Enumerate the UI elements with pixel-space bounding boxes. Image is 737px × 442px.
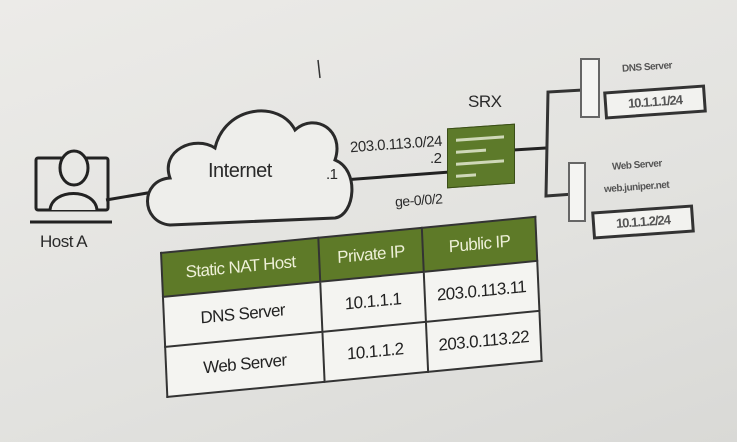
server-bus (544, 88, 584, 198)
cell-public-ip: 203.0.113.22 (425, 310, 542, 372)
internet-label: Internet (208, 160, 272, 182)
srx-label: SRX (468, 92, 502, 111)
internet-srx-link (342, 170, 451, 182)
internet-side-address: .1 (326, 166, 338, 183)
cell-private-ip: 10.1.1.2 (322, 321, 429, 382)
srx-bus-link (512, 146, 547, 152)
dns-server-icon (580, 58, 600, 118)
interface-label: ge-0/0/2 (394, 190, 443, 210)
cursor-mark (317, 59, 321, 79)
srx-side-address: .2 (430, 150, 442, 167)
internet-cloud-icon (146, 109, 354, 227)
srx-firewall-icon (447, 123, 515, 189)
web-server-icon (568, 162, 586, 222)
host-label: Host A (40, 232, 88, 251)
host-computer-icon (30, 149, 112, 224)
